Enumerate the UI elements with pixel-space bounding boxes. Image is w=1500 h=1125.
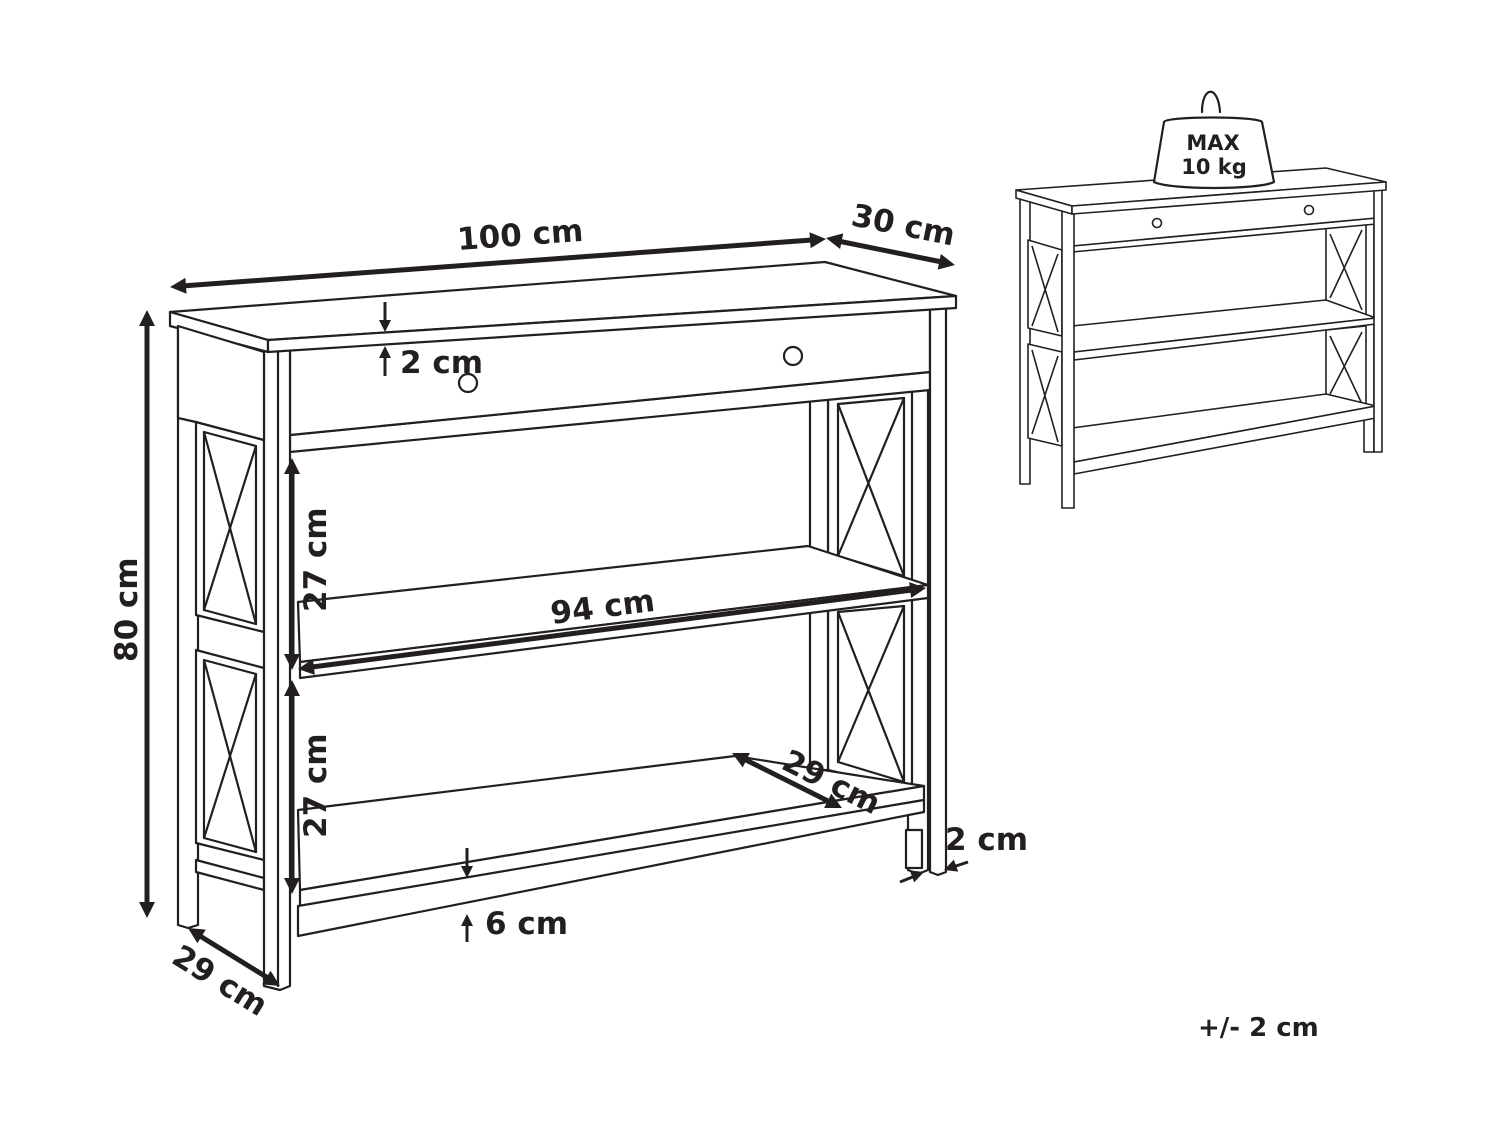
base-depth-dimension-line — [183, 921, 285, 993]
height-dimension-line — [139, 310, 155, 918]
bottom-shelf — [296, 754, 926, 938]
front-right-leg — [928, 294, 948, 877]
right-side-x-frame — [826, 388, 914, 792]
left-side-x-frame — [194, 420, 266, 862]
drawer-knob-left — [457, 372, 479, 394]
table-top — [168, 260, 958, 354]
lower-shelf-gap-line — [284, 680, 300, 894]
drawer-knob-right — [782, 345, 804, 367]
tolerance-note: +/- 2 cm — [1198, 1013, 1319, 1043]
leg-thickness-label: 2 cm — [945, 822, 1028, 858]
bottom-clearance-label: 6 cm — [485, 906, 568, 942]
top-thickness-label: 2 cm — [400, 345, 483, 381]
shelf-width-dimension-line — [296, 580, 928, 677]
weight-badge-line2: 10 kg — [1181, 155, 1247, 179]
leg-thickness-indicator — [899, 859, 969, 884]
load-capacity-thumbnail: MAX 10 kg — [1015, 90, 1387, 509]
weight-badge-line1: MAX — [1186, 131, 1239, 155]
shelf-gap-upper-label: 27 cm — [298, 507, 334, 612]
width-label: 100 cm — [456, 213, 584, 258]
upper-shelf-gap-line — [284, 458, 300, 670]
depth-dimension-line — [824, 230, 957, 273]
shelf-gap-lower-label: 27 cm — [298, 733, 334, 838]
dimension-lines — [139, 230, 969, 993]
weight-icon — [1152, 90, 1276, 190]
bottom-clearance-indicator — [461, 848, 473, 942]
top-thickness-indicator — [379, 302, 391, 376]
height-label: 80 cm — [109, 557, 145, 662]
shelf-depth-dimension-line — [728, 745, 846, 816]
width-dimension-line — [169, 231, 827, 295]
